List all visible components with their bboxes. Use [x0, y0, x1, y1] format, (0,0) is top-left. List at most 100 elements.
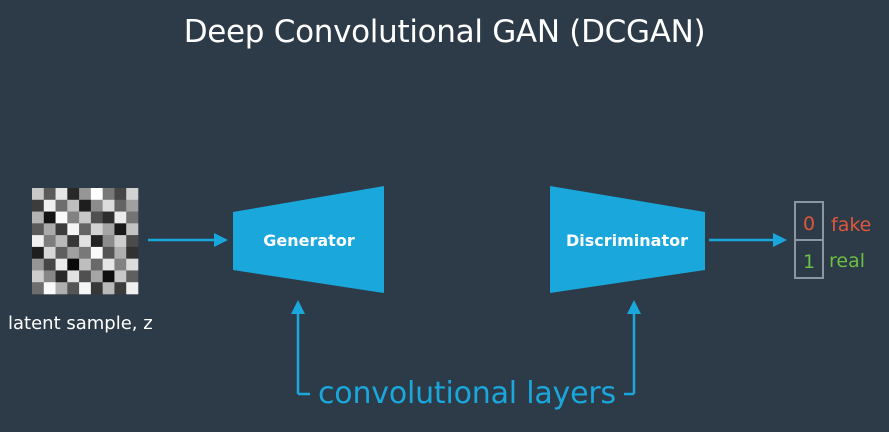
noise-pixel: [32, 211, 45, 224]
noise-pixel: [114, 188, 127, 201]
noise-pixel: [43, 246, 56, 259]
noise-pixel: [32, 235, 45, 248]
noise-pixel: [102, 211, 115, 224]
noise-pixel: [114, 258, 127, 271]
up-arrow-discriminator-icon: [627, 300, 641, 314]
page-title: Deep Convolutional GAN (DCGAN): [183, 14, 706, 50]
noise-pixel: [43, 235, 56, 248]
noise-pixel: [102, 223, 115, 236]
noise-pixel: [126, 199, 139, 212]
noise-pixel: [126, 246, 139, 259]
noise-pixel: [90, 246, 103, 259]
noise-pixel: [55, 270, 68, 283]
noise-pixel: [79, 223, 92, 236]
noise-pixel: [67, 188, 80, 201]
noise-pixel: [79, 282, 92, 295]
discriminator-block: Discriminator: [550, 186, 705, 293]
output-box-real: [794, 239, 824, 279]
noise-pixel: [114, 211, 127, 224]
noise-pixel: [43, 199, 56, 212]
noise-pixel: [32, 188, 45, 201]
noise-pixel: [79, 270, 92, 283]
up-arrow-generator-icon: [291, 300, 305, 314]
output-label-fake: fake: [831, 214, 871, 236]
noise-pixel: [79, 258, 92, 271]
noise-pixel: [126, 270, 139, 283]
noise-pixel: [126, 223, 139, 236]
noise-pixel: [43, 188, 56, 201]
noise-pixel: [90, 188, 103, 201]
noise-pixel: [114, 223, 127, 236]
noise-pixel: [79, 188, 92, 201]
noise-pixel: [43, 211, 56, 224]
output-label-real: real: [829, 250, 865, 272]
noise-pixel: [67, 199, 80, 212]
noise-pixel: [90, 199, 103, 212]
noise-pixel: [32, 258, 45, 271]
generator-block: Generator: [233, 186, 384, 293]
output-boxes: 0 1 fake real: [794, 201, 871, 279]
noise-pixel: [90, 223, 103, 236]
noise-pixel: [126, 282, 139, 295]
noise-pixel: [90, 270, 103, 283]
output-value-real: 1: [803, 251, 815, 273]
noise-pixel: [114, 235, 127, 248]
noise-pixel: [67, 211, 80, 224]
latent-noise-image: [32, 188, 139, 295]
noise-pixel: [114, 199, 127, 212]
noise-pixel: [102, 199, 115, 212]
noise-pixel: [55, 235, 68, 248]
noise-pixel: [43, 270, 56, 283]
noise-pixel: [32, 199, 45, 212]
noise-pixel: [79, 211, 92, 224]
noise-pixel: [126, 235, 139, 248]
noise-pixel: [102, 270, 115, 283]
noise-pixel: [67, 258, 80, 271]
noise-pixel: [90, 211, 103, 224]
noise-pixel: [55, 211, 68, 224]
noise-pixel: [90, 282, 103, 295]
noise-pixel: [67, 282, 80, 295]
noise-pixel: [90, 258, 103, 271]
noise-pixel: [114, 282, 127, 295]
noise-pixel: [43, 282, 56, 295]
noise-pixel: [79, 246, 92, 259]
noise-pixel: [32, 223, 45, 236]
noise-pixel: [79, 235, 92, 248]
noise-pixel: [114, 246, 127, 259]
noise-pixel: [79, 199, 92, 212]
noise-pixel: [55, 258, 68, 271]
noise-pixel: [67, 246, 80, 259]
arrow-discriminator-to-output: [709, 233, 787, 247]
noise-pixel: [32, 246, 45, 259]
noise-pixel: [126, 258, 139, 271]
noise-pixel: [55, 223, 68, 236]
noise-pixel: [32, 282, 45, 295]
noise-pixel: [55, 188, 68, 201]
noise-pixel: [43, 258, 56, 271]
noise-pixel: [55, 246, 68, 259]
noise-pixel: [67, 223, 80, 236]
noise-pixel: [126, 211, 139, 224]
noise-pixel: [67, 235, 80, 248]
latent-sample-label: latent sample, z: [8, 313, 153, 334]
noise-pixel: [67, 270, 80, 283]
noise-pixel: [114, 270, 127, 283]
noise-pixel: [102, 282, 115, 295]
noise-pixel: [102, 235, 115, 248]
discriminator-label: Discriminator: [566, 231, 688, 250]
output-value-fake: 0: [803, 213, 815, 235]
noise-pixel: [90, 235, 103, 248]
generator-label: Generator: [263, 231, 355, 250]
conv-layers-label: convolutional layers: [318, 376, 616, 411]
noise-pixel: [102, 258, 115, 271]
noise-pixel: [126, 188, 139, 201]
noise-pixel: [55, 282, 68, 295]
noise-pixel: [55, 199, 68, 212]
conv-layers-bracket: [291, 300, 641, 396]
noise-pixel: [102, 188, 115, 201]
arrow-noise-to-generator: [148, 233, 228, 247]
noise-pixel: [32, 270, 45, 283]
